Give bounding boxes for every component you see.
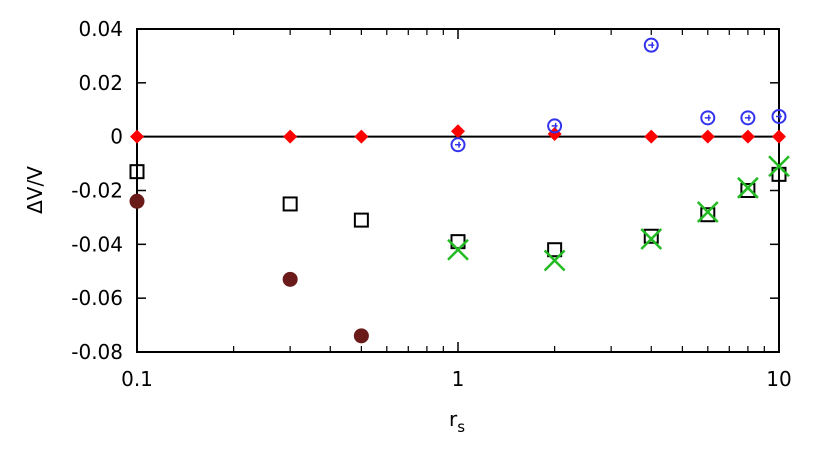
y-tick-label: 0.02 <box>78 71 123 95</box>
x-tick-label: 0.1 <box>121 367 153 391</box>
data-point-circle <box>700 110 716 126</box>
data-point-diamond <box>700 129 715 144</box>
data-point-square <box>547 242 563 258</box>
cross-stroke <box>768 155 790 178</box>
data-point-cross <box>768 155 790 178</box>
data-layer <box>129 37 790 344</box>
data-point-diamond <box>354 129 369 144</box>
cross-stroke <box>640 228 663 250</box>
data-point-circle <box>643 37 659 53</box>
data-point-diamond <box>451 124 465 139</box>
data-point-cross <box>447 238 469 261</box>
x-axis-title: rs <box>449 407 465 436</box>
y-tick-label: 0 <box>110 125 123 149</box>
cross-stroke <box>696 201 719 223</box>
data-point-circle <box>771 108 787 124</box>
data-point-square <box>353 212 369 228</box>
axes: -0.08 -0.06 -0.04 -0.02 0 0.02 0.04 0.1 1 10 <box>71 17 791 391</box>
data-point-square <box>740 183 756 198</box>
plot-frame <box>136 28 780 353</box>
circle-marker <box>700 110 716 126</box>
data-point-square <box>643 228 659 244</box>
circle-marker <box>547 118 563 134</box>
y-axis-title: ΔV/V <box>23 166 47 214</box>
x-tick-label: 1 <box>452 367 465 391</box>
data-point-square <box>700 207 716 223</box>
data-point-filled-circle <box>129 193 145 209</box>
circle-marker <box>771 108 787 124</box>
data-point-square <box>129 164 145 180</box>
data-point-diamond <box>740 129 755 144</box>
y-tick-label: 0.04 <box>78 17 123 41</box>
x-axis-title-main: r <box>449 407 458 431</box>
circle-marker <box>450 137 466 153</box>
x-axis-title-sub: s <box>457 418 465 436</box>
data-point-circle <box>450 137 466 153</box>
data-point-diamond <box>283 129 298 144</box>
y-tick-label: -0.06 <box>71 286 123 310</box>
data-point-diamond <box>772 129 786 144</box>
data-point-filled-circle <box>282 271 298 287</box>
data-point-circle <box>740 110 756 126</box>
cross-stroke <box>447 238 469 261</box>
data-point-cross <box>543 249 566 272</box>
data-point-cross <box>696 201 719 223</box>
data-point-filled-circle <box>353 328 369 344</box>
cross-stroke <box>737 176 759 199</box>
data-point-diamond <box>644 129 659 144</box>
data-point-cross <box>640 228 663 250</box>
y-tick-label: -0.04 <box>71 232 123 256</box>
cross-stroke <box>543 249 566 272</box>
y-tick-label: -0.02 <box>71 179 123 203</box>
data-point-diamond <box>130 129 144 144</box>
circle-marker <box>740 110 756 126</box>
data-point-cross <box>737 176 759 199</box>
circle-marker <box>643 37 659 53</box>
data-point-circle <box>547 118 563 134</box>
x-tick-label: 10 <box>766 367 791 391</box>
data-point-square <box>282 196 298 212</box>
y-tick-label: -0.08 <box>71 340 123 364</box>
